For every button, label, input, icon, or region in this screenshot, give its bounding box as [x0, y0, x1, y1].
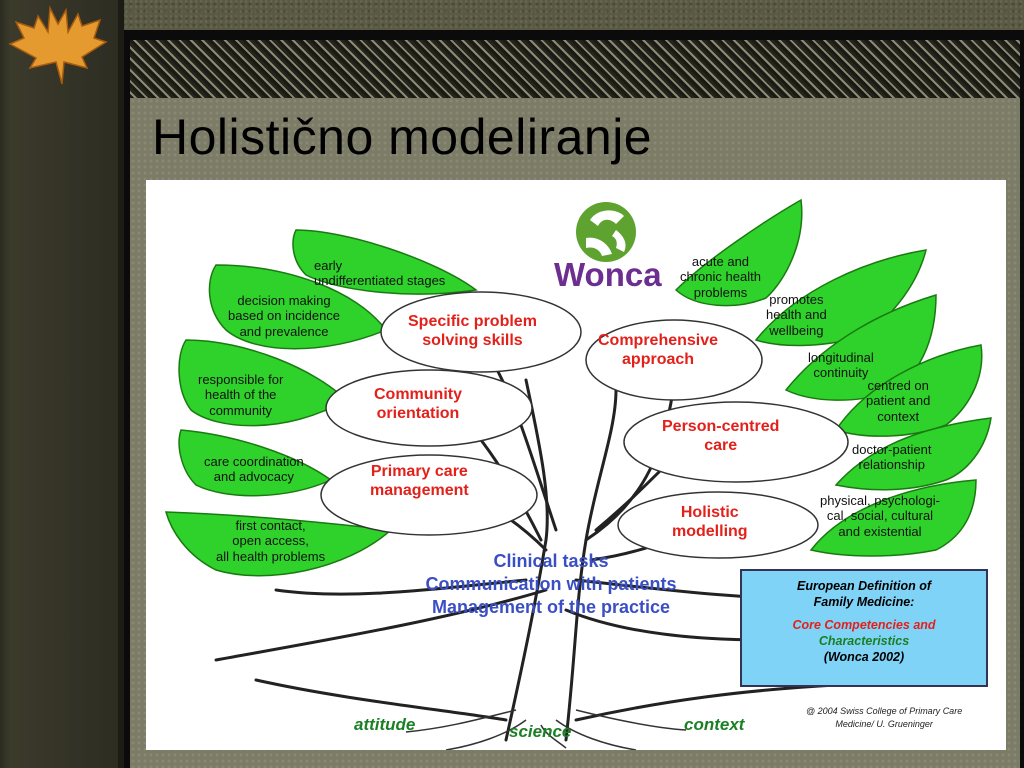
leaf-first-contact: first contact,open access,all health pro…	[216, 518, 326, 564]
root-science: science	[509, 722, 572, 741]
root-context: context	[684, 715, 745, 734]
definition-box: European Definition of Family Medicine: …	[740, 569, 988, 687]
maple-leaf-icon	[8, 5, 108, 85]
leaf-physical-psychological: physical, psychologi-cal, social, cultur…	[820, 493, 940, 539]
title-band	[130, 40, 1020, 98]
slide-title: Holistično modeliranje	[152, 109, 653, 165]
root-attitude: attitude	[354, 715, 416, 734]
wonca-logo-icon	[576, 202, 636, 262]
left-decor-strip	[0, 0, 124, 768]
wonca-wordmark: Wonca	[554, 256, 662, 293]
